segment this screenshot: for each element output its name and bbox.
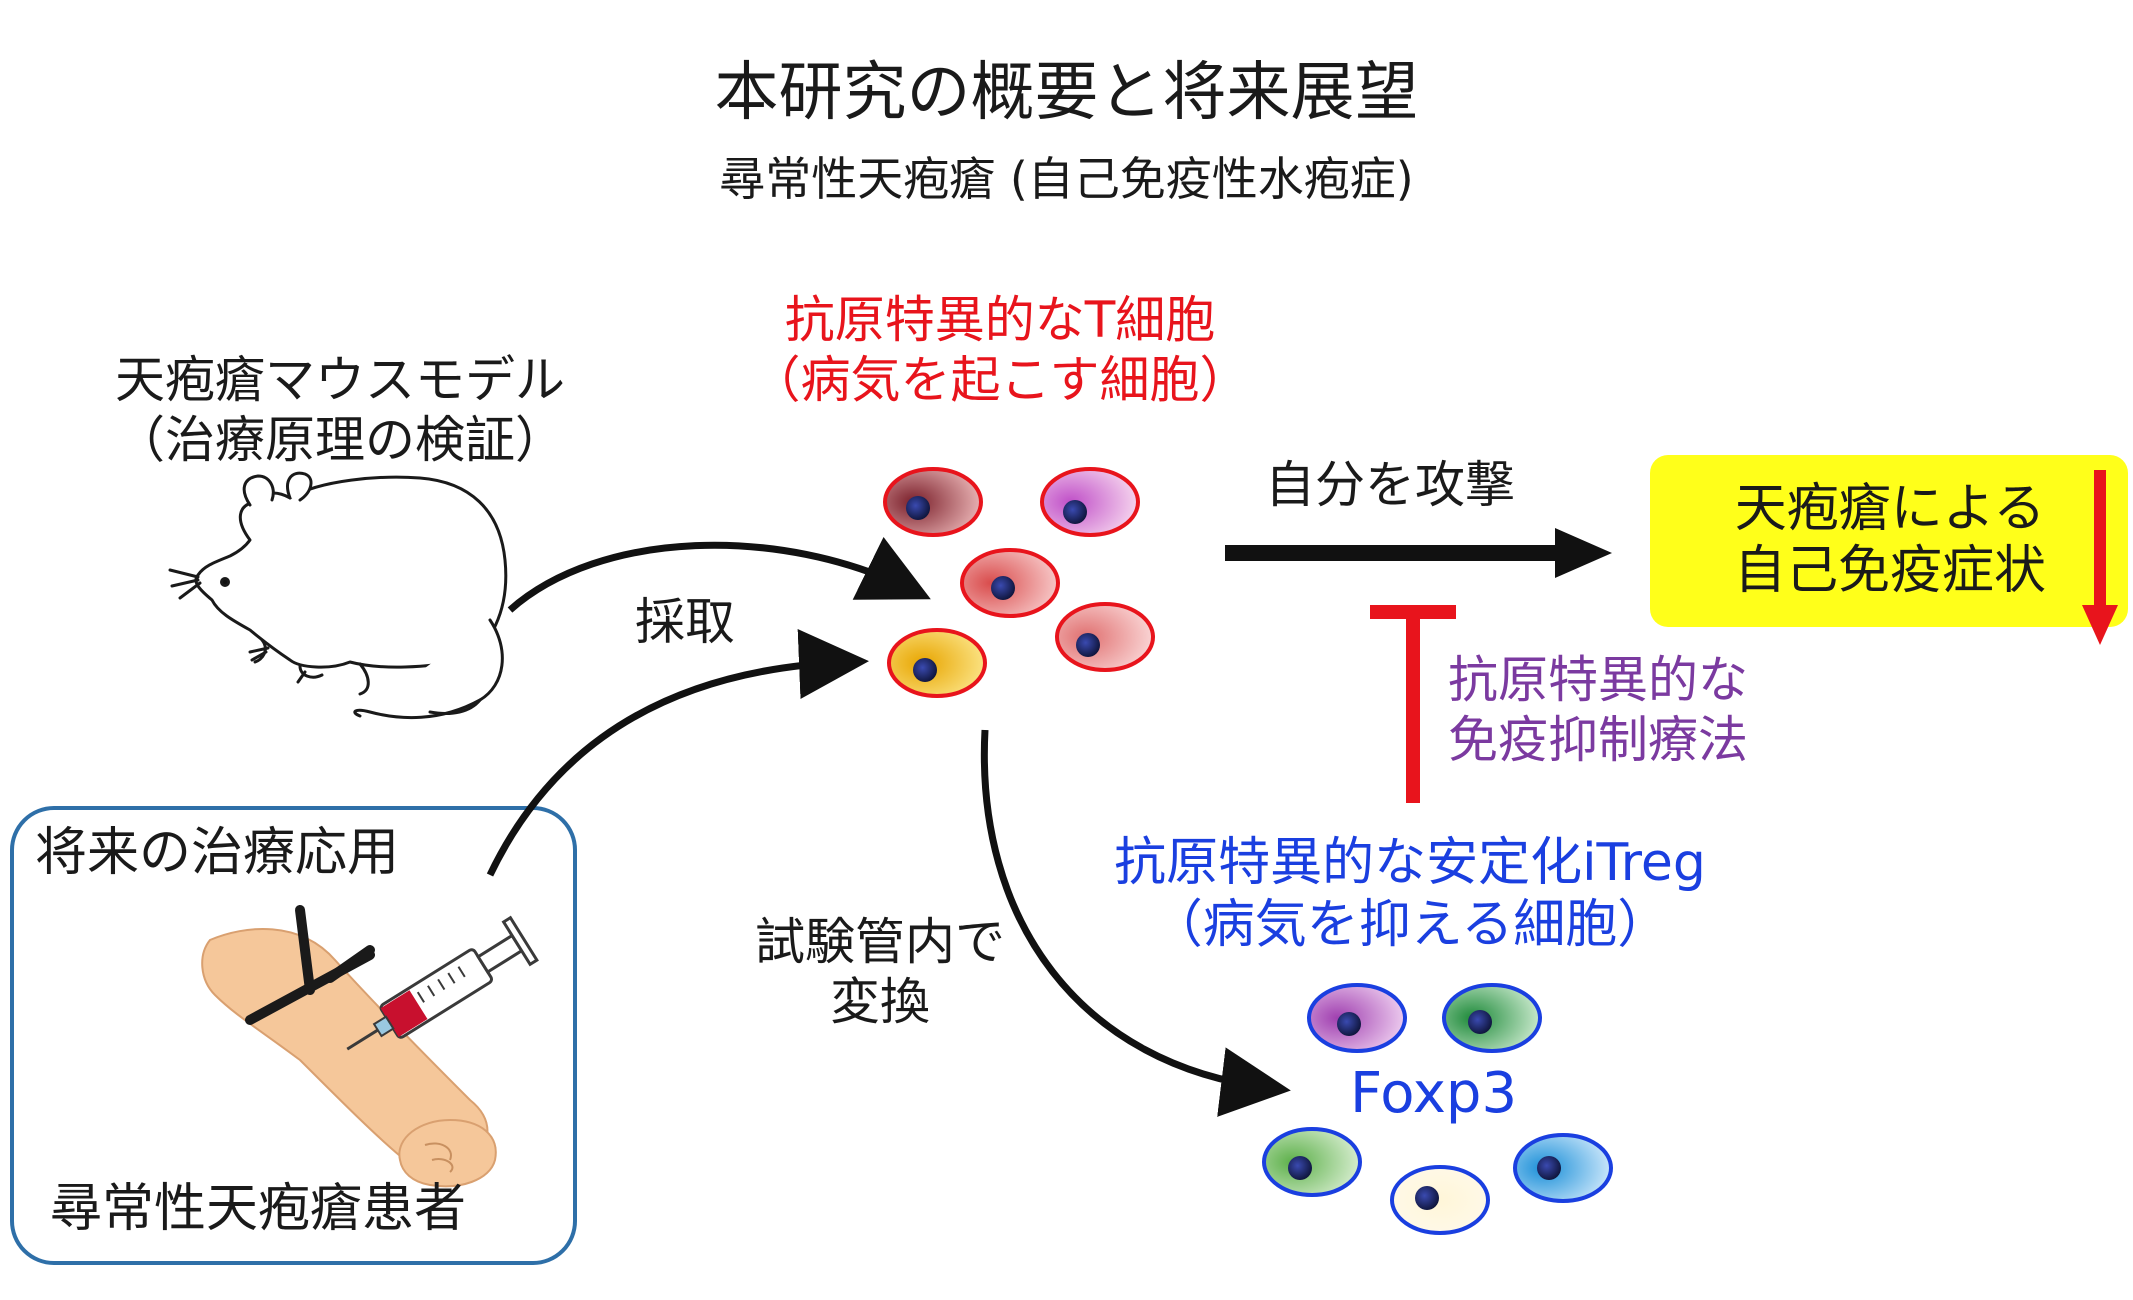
inhibition-bar <box>1370 605 1456 803</box>
itreg-cell <box>1390 1165 1490 1235</box>
itreg-label: 抗原特異的な安定化iTreg （病気を抑える細胞） <box>1060 832 1760 957</box>
pathogenic-cells-line2: （病気を起こす細胞） <box>750 351 1250 409</box>
outcome-label: 天疱瘡による 自己免疫症状 <box>1690 478 2090 603</box>
itreg-line1: 抗原特異的な安定化iTreg <box>1114 833 1706 893</box>
t-cell <box>887 628 987 698</box>
patient-to-cells-arrow <box>486 629 869 877</box>
therapy-line2: 免疫抑制療法 <box>1448 711 1748 769</box>
page-subtitle: 尋常性天疱瘡 (自己免疫性水疱症) <box>719 152 1414 206</box>
therapy-line1: 抗原特異的な <box>1448 651 1748 709</box>
t-cell <box>960 548 1060 618</box>
outcome-line2: 自己免疫症状 <box>1733 541 2046 602</box>
outcome-line1: 天疱瘡による <box>1734 479 2046 539</box>
future-box-caption: 尋常性天疱瘡患者 <box>50 1179 467 1239</box>
convert-line2: 変換 <box>830 973 930 1031</box>
future-box-title: 将来の治療応用 <box>35 823 400 883</box>
future-treatment-box <box>10 806 577 1265</box>
mouse-icon <box>168 471 508 719</box>
pathogenic-cells <box>883 467 1155 698</box>
arm-injection-icon <box>201 905 539 1188</box>
itreg-cells <box>1262 983 1613 1235</box>
mouse-model-line2: （治療原理の検証） <box>115 411 565 469</box>
t-cell <box>883 467 983 537</box>
itreg-cell <box>1307 983 1407 1053</box>
itreg-line2: （病気を抑える細胞） <box>1150 895 1670 956</box>
therapy-label: 抗原特異的な 免疫抑制療法 <box>1448 650 1748 770</box>
t-cell <box>1055 602 1155 672</box>
itreg-cell <box>1513 1133 1613 1203</box>
convert-arrow <box>980 729 1291 1117</box>
itreg-cell <box>1442 983 1542 1053</box>
itreg-cell <box>1262 1127 1362 1197</box>
attack-label: 自分を攻撃 <box>1265 456 1515 514</box>
convert-line1: 試験管内で <box>755 913 1005 971</box>
outcome-box <box>1650 455 2128 627</box>
attack-arrow <box>1225 528 1612 578</box>
page-title: 本研究の概要と将来展望 <box>714 56 1419 130</box>
collect-arrow <box>507 536 931 613</box>
foxp3-label: Foxp3 <box>1350 1061 1518 1126</box>
mouse-model-label: 天疱瘡マウスモデル （治療原理の検証） <box>80 350 600 470</box>
t-cell <box>1040 467 1140 537</box>
decrease-arrow-icon <box>2082 470 2118 645</box>
convert-label: 試験管内で 変換 <box>730 912 1030 1032</box>
mouse-model-line1: 天疱瘡マウスモデル <box>115 351 565 409</box>
pathogenic-cells-label: 抗原特異的なT細胞 （病気を起こす細胞） <box>700 290 1300 410</box>
pathogenic-cells-line1: 抗原特異的なT細胞 <box>784 291 1216 349</box>
collect-label: 採取 <box>635 593 735 651</box>
